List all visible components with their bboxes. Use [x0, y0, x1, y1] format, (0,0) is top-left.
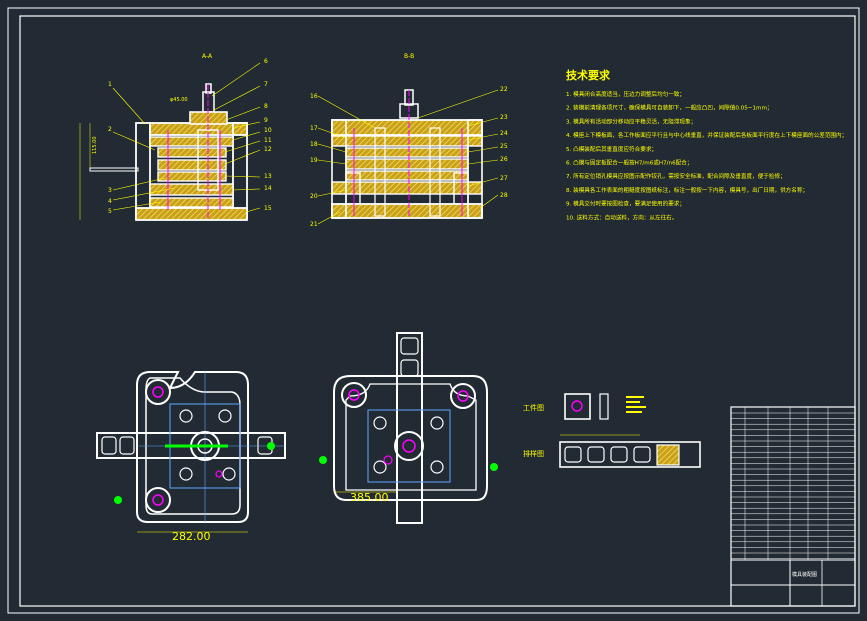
plan-view-upper: 385.00	[319, 332, 498, 524]
leader-label-1: 1	[108, 81, 112, 88]
dim-top-diameter: φ45.00	[170, 97, 188, 103]
tech-requirement-6: 6. 凸模与固定板配合一般按H7/m6或H7/n6配合；	[566, 159, 692, 167]
leader-label-7: 7	[264, 81, 268, 88]
tech-requirement-1: 1. 模具闭合高度适当，压边力调整后均匀一致；	[566, 90, 685, 98]
leader-label-15: 15	[264, 205, 272, 212]
leader-label-22: 22	[500, 86, 508, 93]
leader-label-12: 12	[264, 146, 272, 153]
plan-view-lower: 282.00	[96, 371, 286, 543]
leader-label-16: 16	[310, 93, 318, 100]
tech-requirement-9: 9. 模具交付时要按图检查，要满足使用的要求；	[566, 200, 685, 208]
leader-label-28: 28	[500, 192, 508, 199]
leader-label-25: 25	[500, 143, 508, 150]
outer-frame	[7, 7, 860, 614]
leader-label-5: 5	[108, 208, 112, 215]
tech-requirement-3: 3. 模具所有活动部分移动应平稳灵活，无阻滞现象；	[566, 117, 696, 125]
tech-requirement-4: 4. 模座上下模板面，各工作板面应平行且与中心线垂直，并保证装配后各板面平行度在…	[566, 131, 847, 139]
leader-label-11: 11	[264, 137, 272, 144]
leader-label-3: 3	[108, 187, 112, 194]
dim-plan-right: 385.00	[350, 491, 389, 504]
tech-title: 技术要求	[566, 68, 611, 82]
dim-plan-left: 282.00	[172, 530, 211, 543]
leader-label-14: 14	[264, 185, 272, 192]
tech-requirement-2: 2. 装模前清理各项尺寸，确保模具可自装卸下，一般应凸凹，间隙值0.05~1mm…	[566, 104, 773, 112]
title-block: 模具装配图	[730, 406, 856, 607]
section-a-a: A-A 1 2 3 4 5	[79, 53, 272, 221]
tech-requirement-8: 8. 装模具各工作表面的粗糙度按图纸标注，标注一般按一下内容，模具号，出厂日期，…	[566, 186, 808, 194]
leader-label-20: 20	[310, 193, 318, 200]
leader-label-26: 26	[500, 156, 508, 163]
tech-requirement-5: 5. 凸模装配后其垂直度应符合要求；	[566, 145, 657, 153]
section-b-label: B-B	[404, 53, 414, 60]
part-label: 工件图	[523, 403, 544, 412]
leader-label-4: 4	[108, 198, 112, 205]
part-and-strip: 工件图 排样图	[523, 393, 701, 468]
leader-label-18: 18	[310, 141, 318, 148]
inner-frame	[19, 15, 856, 607]
section-b-b: B-B 1	[310, 53, 508, 228]
leader-label-17: 17	[310, 125, 318, 132]
tech-requirement-7: 7. 所有定位销孔模具应按图示配作铰孔，需按安全标准，配合间隙及垂直度，便于检修…	[566, 172, 786, 180]
leader-label-2: 2	[108, 126, 112, 133]
leader-label-6: 6	[264, 58, 268, 65]
leader-label-19: 19	[310, 157, 318, 164]
leader-label-8: 8	[264, 103, 268, 110]
dim-left-height: 115.00	[92, 137, 98, 155]
leader-label-10: 10	[264, 127, 272, 134]
leader-label-21: 21	[310, 221, 318, 228]
leader-label-13: 13	[264, 173, 272, 180]
section-a-label: A-A	[202, 53, 213, 60]
technical-requirements: 技术要求 1. 模具闭合高度适当，压边力调整后均匀一致； 2. 装模前清理各项尺寸…	[566, 68, 847, 221]
strip-label: 排样图	[523, 449, 544, 458]
leader-label-27: 27	[500, 175, 508, 182]
leader-label-9: 9	[264, 117, 268, 124]
leader-label-24: 24	[500, 130, 508, 137]
leader-label-23: 23	[500, 114, 508, 121]
title-block-name: 模具装配图	[792, 571, 817, 578]
tech-requirement-10: 10. 送料方式：自动送料，方向：从左往右。	[566, 213, 677, 221]
